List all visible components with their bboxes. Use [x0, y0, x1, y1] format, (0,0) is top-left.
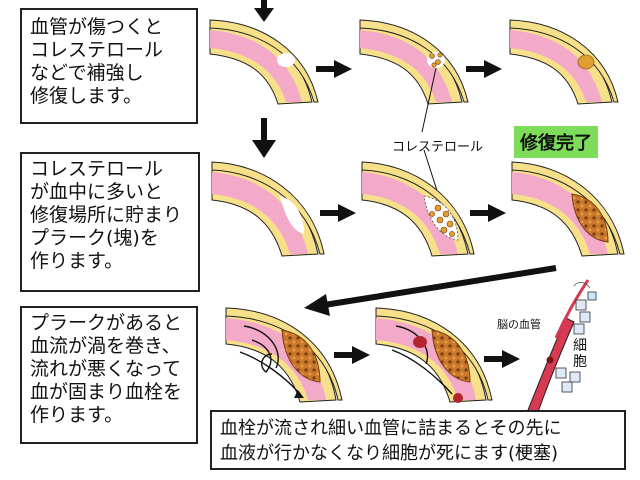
box2-line1: コレステロール	[30, 158, 164, 180]
box1-line2: コレステロール	[30, 39, 164, 61]
arrow-r1-a	[316, 60, 352, 78]
arrow-r3-b	[484, 350, 520, 368]
text-box-infarction: 血栓が流され細い血管に詰まるとその先に 血液が行かなくなり細胞が死にます(梗塞)	[210, 410, 626, 470]
cholesterol-pointer-1	[421, 67, 437, 133]
text-box-plaque: コレステロール が血中に多いと 修復場所に貯まり プラーク(塊)を 作ります。	[20, 152, 200, 292]
vessel-row3-2	[375, 307, 493, 403]
box3-line5: 作ります。	[30, 404, 124, 426]
arrow-r2-a	[320, 204, 356, 222]
entry-arrow	[254, 0, 274, 22]
box1-line1: 血管が傷つくと	[30, 16, 164, 38]
vessel-row2-2	[361, 161, 475, 257]
brain-vessel-label: 脳の血管	[497, 318, 541, 331]
box2-line5: 作ります。	[30, 250, 124, 272]
cholesterol-label: コレステロール	[392, 140, 484, 155]
vessel-row3-1	[225, 307, 343, 403]
repair-done-label: 修復完了	[514, 126, 598, 158]
text-box-repair: 血管が傷つくと コレステロール などで補強し 修復します。	[20, 8, 198, 124]
arrow-r3-a	[334, 346, 370, 364]
box2-line4: プラーク(塊)を	[30, 227, 159, 249]
box3-line3: 流れが悪くなって	[30, 358, 182, 380]
text-box-thrombus: プラークがあると 血流が渦を巻き、 流れが悪くなって 血が固まり血栓を 作ります…	[20, 306, 198, 444]
arrow-down-row2	[252, 118, 276, 158]
arrow-r1-b	[466, 60, 502, 78]
vessel-row2-3	[511, 161, 625, 257]
box4-line1: 血栓が流され細い血管に詰まるとその先に	[220, 418, 562, 439]
vessel-row1-3	[509, 19, 619, 105]
brain-vessel	[527, 279, 590, 413]
box2-line2: が血中に多いと	[30, 181, 164, 203]
box1-line4: 修復します。	[30, 85, 143, 107]
box4-line2: 血液が行かなくなり細胞が死にます(梗塞)	[220, 443, 559, 464]
vessel-row2-1	[211, 161, 325, 257]
vessel-row1-2	[359, 19, 469, 105]
box1-line3: などで補強し	[30, 62, 144, 84]
box2-line3: 修復場所に貯まり	[30, 204, 183, 226]
box3-line2: 血流が渦を巻き、	[30, 335, 181, 357]
box3-line4: 血が固まり血栓を	[30, 381, 183, 403]
cells-group	[555, 282, 597, 393]
cells-label: 細胞	[573, 338, 587, 370]
arrow-diagonal-row3	[304, 265, 557, 316]
arrow-r2-b	[470, 204, 506, 222]
vessel-row1-1	[209, 19, 319, 105]
box3-line1: プラークがあると	[30, 312, 183, 334]
